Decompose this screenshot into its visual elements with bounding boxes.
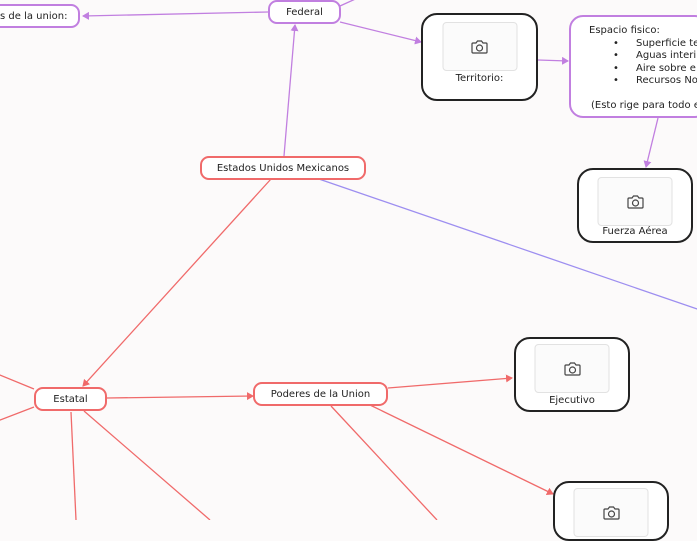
- estados-unidos-node[interactable]: Estados Unidos Mexicanos: [200, 156, 366, 180]
- camera-icon: [563, 361, 581, 376]
- edge-estatal-poderes: [106, 392, 254, 401]
- edge-federal-up: [339, 0, 355, 7]
- edge-poderes-ejecutivo: [387, 374, 513, 389]
- edge-estatal-left-up: [0, 374, 35, 390]
- federal-node[interactable]: Federal: [268, 0, 341, 24]
- ejecutivo-label: Ejecutivo: [549, 395, 595, 406]
- estados-unidos-label: Estados Unidos Mexicanos: [216, 162, 350, 174]
- fuerza-aerea-label: Fuerza Aérea: [602, 226, 668, 237]
- edge-estados-federal: [283, 24, 299, 157]
- territorio-image-placeholder[interactable]: [442, 22, 517, 71]
- espacio-fisico-node[interactable]: Espacio fisico: Superficie te Aguas inte…: [569, 15, 697, 118]
- edge-federal-poderes: [82, 11, 269, 20]
- estatal-label: Estatal: [53, 393, 88, 405]
- edge-espacio-fuerza: [643, 117, 659, 168]
- camera-icon: [471, 39, 488, 54]
- edge-estados-estatal: [82, 178, 272, 387]
- ejecutivo-card[interactable]: Ejecutivo: [514, 337, 630, 412]
- edge-estatal-left-down: [0, 406, 35, 421]
- edge-poderes-down: [330, 405, 438, 520]
- ejecutivo-image-placeholder[interactable]: [534, 344, 610, 393]
- edge-federal-territorio: [339, 21, 422, 45]
- fuerza-aerea-image-placeholder[interactable]: [597, 177, 673, 226]
- espacio-fisico-title: Espacio fisico:: [589, 25, 660, 36]
- poder-image-placeholder[interactable]: [573, 488, 649, 537]
- poderes-union-label: s de la union:: [0, 10, 68, 22]
- poderes-union-node[interactable]: s de la union:: [0, 4, 80, 28]
- territorio-card[interactable]: Territorio:: [421, 13, 538, 101]
- camera-icon: [602, 505, 620, 520]
- camera-icon: [626, 194, 644, 209]
- federal-label: Federal: [286, 6, 323, 18]
- espacio-fisico-note: (Esto rige para todo e: [591, 99, 697, 111]
- poderes-de-la-union-label: Poderes de la Union: [270, 388, 371, 400]
- edge-poderes-down-right: [369, 404, 554, 495]
- territorio-label: Territorio:: [455, 73, 504, 84]
- espacio-item: Aguas interi: [589, 50, 697, 63]
- edge-territorio-espacio: [537, 56, 569, 65]
- poder-card[interactable]: [553, 481, 669, 541]
- espacio-item: Recursos No: [589, 75, 697, 88]
- edge-estatal-down-right: [83, 410, 211, 520]
- espacio-item: Aire sobre e: [589, 63, 697, 76]
- espacio-item: Superficie te: [589, 38, 697, 51]
- espacio-fisico-list: Superficie te Aguas interi Aire sobre e …: [589, 38, 697, 88]
- estatal-node[interactable]: Estatal: [34, 387, 107, 411]
- edge-estados-right: [315, 177, 697, 310]
- poderes-de-la-union-node[interactable]: Poderes de la Union: [253, 382, 388, 406]
- fuerza-aerea-card[interactable]: Fuerza Aérea: [577, 168, 693, 243]
- edge-estatal-down: [70, 411, 77, 520]
- connector-lines: [0, 0, 697, 520]
